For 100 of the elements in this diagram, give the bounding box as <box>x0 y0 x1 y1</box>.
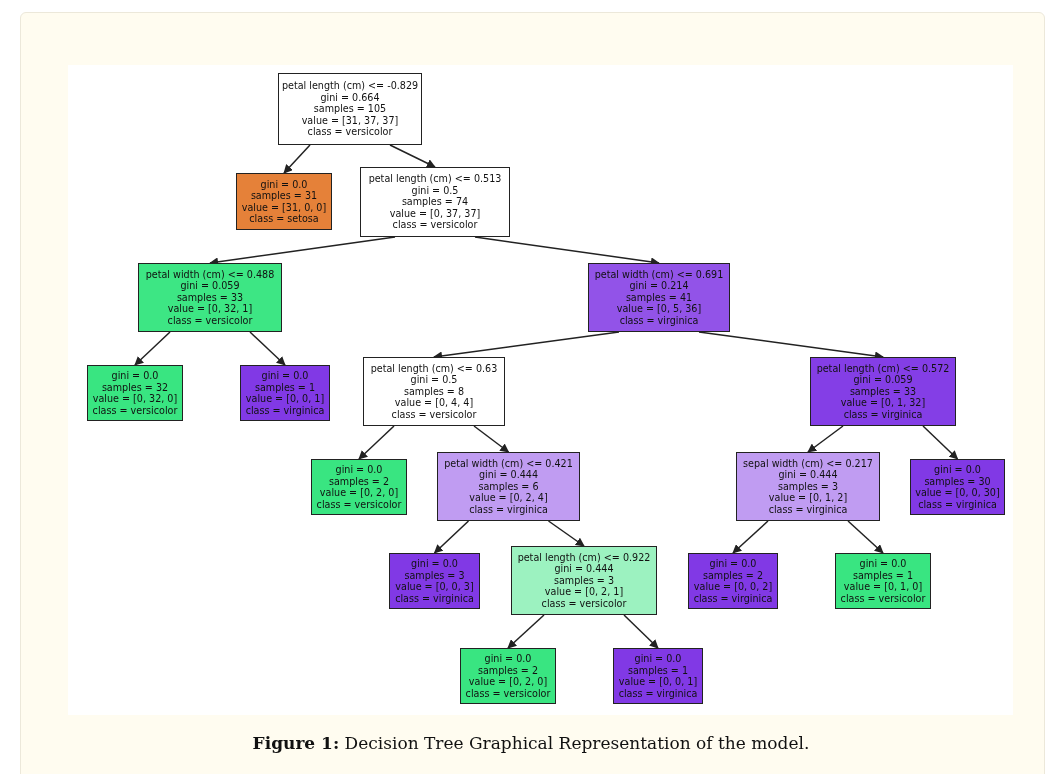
node-text: class = virginica <box>693 592 773 604</box>
node-text: samples = 32 <box>101 381 169 393</box>
node-text: value = [31, 37, 37] <box>301 114 399 127</box>
tree-node <box>588 263 730 332</box>
node-text: gini = 0.214 <box>629 280 689 292</box>
arrow <box>623 614 659 649</box>
node-text: samples = 33 <box>176 291 244 304</box>
tree-node <box>389 553 480 609</box>
node-text: samples = 41 <box>625 291 693 304</box>
node-text: value = [0, 0, 3] <box>395 581 474 593</box>
node-text: samples = 2 <box>702 569 764 581</box>
node-text: gini = 0.0 <box>111 370 159 382</box>
arrow <box>807 425 844 453</box>
arrow <box>358 425 395 460</box>
node-text: samples = 3 <box>553 574 615 587</box>
tree-node <box>236 173 332 230</box>
arrow <box>473 425 510 453</box>
node-text: class = versicolor <box>391 408 477 421</box>
arrow <box>283 144 311 174</box>
node-text: value = [0, 0, 2] <box>693 581 773 593</box>
node-text: class = setosa <box>249 213 319 225</box>
node-text: gini = 0.444 <box>554 563 614 575</box>
tree-node <box>278 73 422 145</box>
node-text: gini = 0.059 <box>180 280 240 292</box>
node-text: samples = 3 <box>404 569 465 581</box>
node-text: samples = 1 <box>627 664 689 676</box>
node-text: samples = 2 <box>328 475 390 487</box>
node-text: class = virginica <box>469 503 548 516</box>
node-text: value = [0, 4, 4] <box>394 397 474 409</box>
node-text: samples = 31 <box>250 190 318 202</box>
node-text: gini = 0.0 <box>934 464 981 476</box>
arrow <box>547 520 585 547</box>
node-text: sepal width (cm) <= 0.217 <box>743 457 873 470</box>
node-text: class = virginica <box>395 592 474 604</box>
arrow <box>134 331 171 366</box>
node-text: gini = 0.5 <box>411 184 459 197</box>
tree-node <box>437 452 580 521</box>
tree-node <box>138 263 282 332</box>
node-text: class = versicolor <box>307 126 393 138</box>
node-text: class = versicolor <box>92 404 178 416</box>
arrow <box>249 331 286 366</box>
node-text: gini = 0.0 <box>709 558 757 570</box>
node-text: samples = 8 <box>403 385 465 398</box>
node-text: value = [0, 1, 32] <box>840 397 926 409</box>
node-text: gini = 0.0 <box>411 558 458 570</box>
node-text: petal width (cm) <= 0.421 <box>444 457 573 470</box>
node-text: class = versicolor <box>840 592 926 604</box>
node-text: class = versicolor <box>541 597 627 610</box>
arrow <box>507 614 545 649</box>
node-text: value = [0, 0, 1] <box>245 393 325 405</box>
node-text: petal length (cm) <= 0.572 <box>816 362 950 375</box>
node-text: value = [0, 32, 1] <box>167 303 253 315</box>
node-text: gini = 0.0 <box>261 370 309 382</box>
node-text: samples = 6 <box>478 480 539 493</box>
node-text: gini = 0.664 <box>320 91 380 104</box>
node-text: class = versicolor <box>465 687 551 699</box>
node-text: value = [0, 0, 1] <box>618 676 698 688</box>
node-text: value = [0, 2, 0] <box>468 676 548 688</box>
node-text: value = [0, 32, 0] <box>92 393 178 405</box>
node-text: gini = 0.444 <box>778 469 838 481</box>
node-text: class = virginica <box>618 687 698 699</box>
node-text: samples = 3 <box>777 480 839 493</box>
node-text: class = virginica <box>768 503 848 516</box>
tree-node <box>736 452 880 521</box>
node-text: petal width (cm) <= 0.691 <box>594 268 724 281</box>
node-text: gini = 0.059 <box>853 374 913 386</box>
tree-node <box>810 357 956 426</box>
node-text: samples = 1 <box>254 381 316 393</box>
arrow <box>732 520 769 554</box>
tree-node <box>835 553 931 609</box>
node-text: petal length (cm) <= 0.922 <box>517 551 651 564</box>
arrow <box>389 144 436 168</box>
node-text: gini = 0.5 <box>410 374 458 386</box>
tree-node <box>688 553 778 609</box>
node-text: samples = 30 <box>924 475 991 487</box>
node-text: samples = 1 <box>852 569 914 581</box>
node-text: value = [0, 1, 0] <box>843 581 923 593</box>
node-text: value = [0, 5, 36] <box>616 303 702 315</box>
node-text: samples = 74 <box>401 196 469 208</box>
node-text: value = [0, 2, 1] <box>544 586 624 598</box>
node-text: petal length (cm) <= 0.63 <box>370 362 498 375</box>
node-text: value = [31, 0, 0] <box>241 201 327 213</box>
node-text: petal length (cm) <= 0.513 <box>368 173 502 185</box>
tree-node <box>240 365 330 421</box>
tree-node <box>460 648 556 704</box>
node-text: value = [0, 2, 0] <box>319 487 399 499</box>
arrow <box>847 520 884 554</box>
node-text: class = versicolor <box>392 219 478 231</box>
tree-node <box>613 648 703 704</box>
node-text: gini = 0.0 <box>634 653 682 665</box>
figure-caption: Figure 1: Decision Tree Graphical Representation of the model. <box>251 733 811 753</box>
tree-node <box>360 167 510 237</box>
tree-node <box>910 459 1005 515</box>
node-text: petal length (cm) <= -0.829 <box>281 80 419 92</box>
arrow <box>433 520 470 554</box>
node-text: gini = 0.0 <box>859 558 907 570</box>
node-text: value = [0, 37, 37] <box>389 207 481 220</box>
tree-node <box>363 357 505 426</box>
tree-node <box>87 365 183 421</box>
node-text: value = [0, 1, 2] <box>768 492 848 504</box>
